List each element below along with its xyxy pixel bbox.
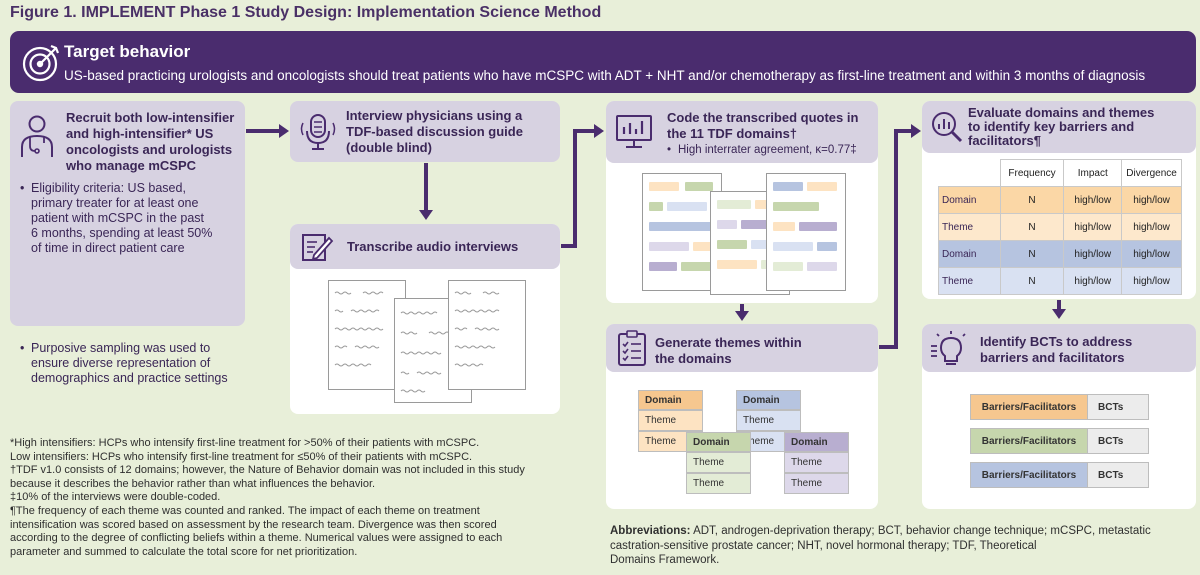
arrowhead [735, 311, 749, 321]
arrowhead [911, 124, 921, 138]
eligibility-bullet: Eligibility criteria: US based, primary … [20, 181, 242, 256]
target-behavior-title: Target behavior [64, 42, 191, 61]
bcts-label: BCTs [1087, 462, 1149, 488]
microphone-icon [298, 109, 338, 155]
evaluation-table: Frequency Impact Divergence Domain N hig… [938, 159, 1182, 295]
edit-document-icon [300, 231, 334, 263]
magnifier-chart-icon [930, 110, 964, 144]
barriers-facilitators-label: Barriers/Facilitators [970, 428, 1088, 454]
target-behavior-text: US-based practicing urologists and oncol… [64, 68, 1146, 83]
recruit-panel: Recruit both low-intensifier and high-in… [10, 101, 245, 385]
arrowhead [419, 210, 433, 220]
arrow-recruit-to-interview [246, 129, 280, 133]
bct-row: Barriers/Facilitators BCTs [970, 462, 1150, 488]
theme-label: Theme [686, 452, 751, 473]
arrow-transcribe-to-code [561, 244, 577, 248]
arrow-transcribe-to-code-top [573, 129, 595, 133]
bcts-label: BCTs [1087, 428, 1149, 454]
identify-header: Identify BCTs to address barriers and fa… [922, 324, 1196, 372]
identify-title: Identify BCTs to address barriers and fa… [980, 334, 1133, 365]
bcts-label: BCTs [1087, 394, 1149, 420]
footnote-line: ¶The frequency of each theme was counted… [10, 504, 480, 517]
footnotes: *High intensifiers: HCPs who intensify f… [10, 437, 600, 559]
arrow-interview-to-transcribe [424, 163, 428, 211]
footnote-line: according to the degree of conflicting b… [10, 532, 503, 545]
lightbulb-icon [930, 330, 968, 368]
table-row: Domain N high/low high/low [938, 186, 1182, 214]
transcribe-header: Transcribe audio interviews [290, 224, 560, 269]
domain-label: Domain [686, 432, 751, 452]
theme-label: Theme [784, 473, 849, 494]
abbreviations: Abbreviations: ADT, androgen-deprivation… [610, 525, 1151, 566]
domain-label: Domain [784, 432, 849, 452]
recruit-title: Recruit both low-intensifier and high-in… [66, 110, 235, 173]
column-header: Frequency [999, 159, 1065, 187]
footnote-line: intensification was scored based on asse… [10, 518, 497, 531]
theme-label: Theme [638, 410, 703, 431]
arrow-generate-to-evaluate-top [894, 129, 912, 133]
interview-panel: Interview physicians using a TDF-based d… [290, 101, 560, 162]
footnote-line: parameter and summed to calculate the to… [10, 545, 358, 558]
interrater-bullet: High interrater agreement, κ=0.77‡ [667, 143, 939, 158]
checklist-icon [616, 330, 648, 368]
arrowhead [594, 124, 604, 138]
barriers-facilitators-label: Barriers/Facilitators [970, 462, 1088, 488]
monitor-chart-icon [614, 113, 654, 151]
table-header-row: Frequency Impact Divergence [938, 159, 1182, 187]
code-card: Code the transcribed quotes in the 11 TD… [606, 101, 878, 303]
generate-header: Generate themes within the domains [606, 324, 878, 372]
code-title: Code the transcribed quotes in the 11 TD… [667, 110, 859, 141]
arrowhead [279, 124, 289, 138]
identify-card: Identify BCTs to address barriers and fa… [922, 324, 1196, 509]
transcript-page [448, 280, 526, 390]
footnote-line: †TDF v1.0 consists of 12 domains; howeve… [10, 464, 525, 477]
arrow-transcribe-to-code-vertical [573, 129, 577, 248]
domain-label: Domain [638, 390, 703, 410]
footnote-line: *High intensifiers: HCPs who intensify f… [10, 437, 480, 449]
bct-row: Barriers/Facilitators BCTs [970, 394, 1150, 420]
figure-title: Figure 1. IMPLEMENT Phase 1 Study Design… [10, 4, 602, 21]
generate-title: Generate themes within the domains [655, 335, 802, 366]
abbreviations-label: Abbreviations: [610, 525, 691, 537]
footnote-line: Low intensifiers: HCPs who intensify fir… [10, 450, 473, 463]
barriers-facilitators-label: Barriers/Facilitators [970, 394, 1088, 420]
footnote-line: ‡10% of the interviews were double-coded… [10, 491, 221, 504]
arrow-evaluate-to-identify [1057, 300, 1061, 310]
arrow-code-to-generate [740, 304, 744, 312]
transcribe-title: Transcribe audio interviews [347, 239, 519, 254]
domain-stack-orange: Domain Theme Theme [638, 390, 703, 452]
doctor-icon [17, 113, 57, 159]
arrow-generate-to-evaluate-vertical [894, 129, 898, 349]
evaluate-card: Evaluate domains and themes to identify … [922, 101, 1196, 299]
interview-title: Interview physicians using a TDF-based d… [346, 108, 523, 155]
theme-label: Theme [784, 452, 849, 473]
domain-stack-lavender: Domain Theme Theme [784, 432, 849, 494]
arrow-generate-to-evaluate [879, 345, 898, 349]
domain-stack-green: Domain Theme Theme [686, 432, 751, 494]
coded-page [642, 173, 722, 291]
target-icon [18, 39, 64, 85]
table-row: Theme N high/low high/low [938, 213, 1182, 241]
footnote-line: because it describes the behavior rather… [10, 477, 376, 490]
column-header: Impact [1063, 159, 1123, 187]
coded-page [766, 173, 846, 291]
generate-card: Generate themes within the domains Domai… [606, 324, 878, 509]
theme-label: Theme [686, 473, 751, 494]
table-row: Domain N high/low high/low [938, 240, 1182, 268]
code-header: Code the transcribed quotes in the 11 TD… [606, 101, 878, 163]
domain-label: Domain [736, 390, 801, 410]
evaluate-title: Evaluate domains and themes to identify … [968, 105, 1155, 148]
evaluate-header: Evaluate domains and themes to identify … [922, 101, 1196, 153]
table-row: Theme N high/low high/low [938, 267, 1182, 295]
transcribe-card: Transcribe audio interviews [290, 224, 560, 414]
target-behavior-banner: Target behavior US-based practicing urol… [10, 31, 1196, 93]
sampling-bullet: Purposive sampling was used to ensure di… [20, 341, 242, 386]
bct-row: Barriers/Facilitators BCTs [970, 428, 1150, 454]
arrowhead [1052, 309, 1066, 319]
theme-label: Theme [736, 410, 801, 431]
column-header: Divergence [1121, 159, 1182, 187]
